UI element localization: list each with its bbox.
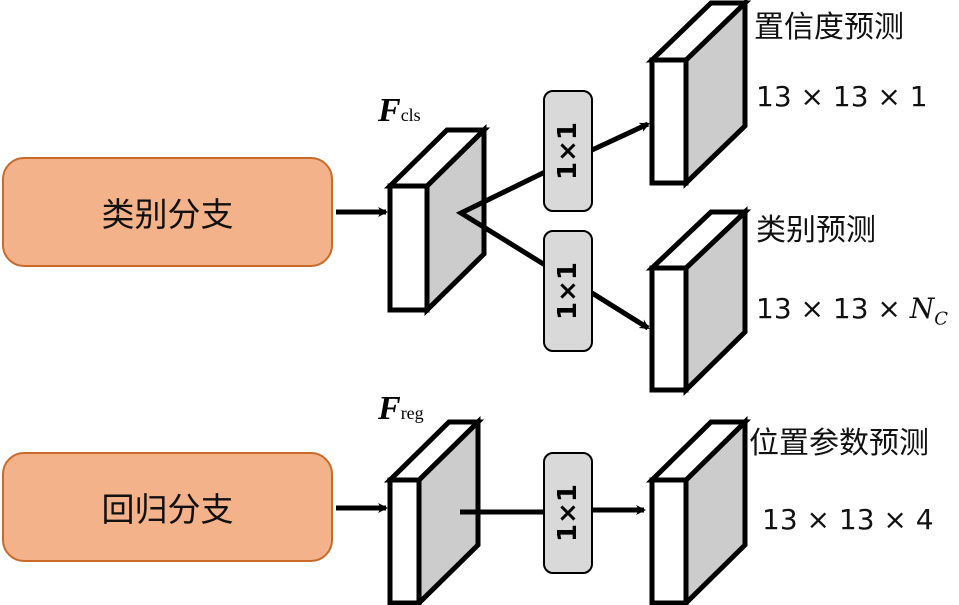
confidence-title: 置信度预测 [754,10,904,45]
f-reg-label: Freg [378,390,424,427]
class-title: 类别预测 [756,213,876,248]
conv-1x1-confidence: 1×1 [543,90,593,212]
confidence-output-block [645,0,752,189]
cls-branch-label: 类别分支 [101,195,234,234]
reg-branch-box: 回归分支 [2,452,333,562]
class-dims: 13 × 13 × NC [756,292,949,330]
cls-split-line [455,169,547,268]
position-title: 位置参数预测 [749,426,929,461]
confidence-dims: 13 × 13 × 1 [756,80,928,113]
class-output-block [645,206,752,396]
f-reg-block [383,416,485,605]
conv-1x1-class: 1×1 [543,230,593,352]
conv2-out-arrow [590,290,650,331]
reg-branch-label: 回归分支 [101,490,234,529]
cls-branch-box: 类别分支 [2,157,333,267]
f-cls-block [383,124,491,316]
position-output-block [645,416,752,605]
position-dims: 13 × 13 × 4 [762,503,934,536]
conv1-out-arrow [590,121,650,153]
f-cls-label: Fcls [378,92,421,129]
conv-1x1-position: 1×1 [543,452,593,574]
